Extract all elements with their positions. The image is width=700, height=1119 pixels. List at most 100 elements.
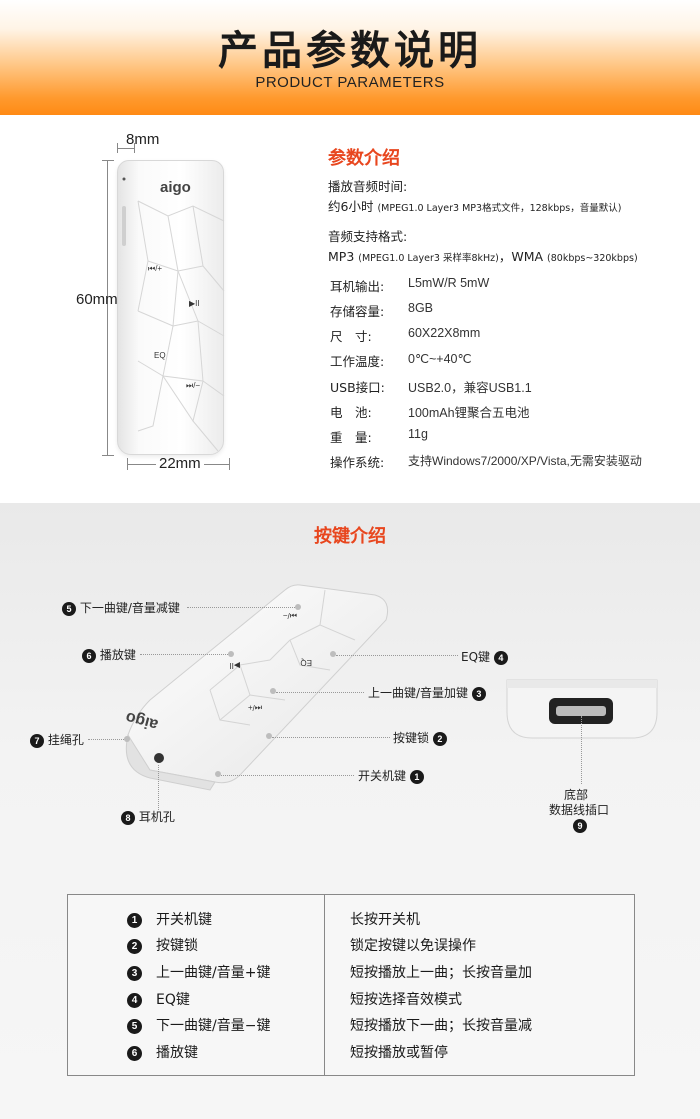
svg-text:▶II: ▶II [229, 661, 240, 670]
param-row-label: 工作温度: [330, 354, 385, 369]
dim-width-label: 22mm [156, 455, 204, 472]
callout-text: 按键锁 [393, 731, 430, 745]
param-row-value: 0℃~+40℃ [408, 352, 472, 366]
callout-number: 3 [471, 686, 486, 701]
table-row-number: 5 [127, 1019, 142, 1034]
table-key-desc: 锁定按键以免误操作 [350, 938, 476, 954]
leader-line [336, 655, 458, 656]
dim-tick [102, 455, 114, 456]
callout-prev-vol-up: 上一曲键/音量加键 3 [368, 684, 486, 701]
param-row-label: 重 量: [330, 430, 372, 445]
leader-line [272, 737, 390, 738]
dim-tick [127, 458, 128, 470]
callout-bottom-port-label: 数据线插口 [549, 803, 610, 817]
playback-label: 播放音频时间: [328, 179, 408, 194]
param-row-label: USB接口: [330, 380, 385, 395]
param-row-label: 操作系统: [330, 455, 385, 470]
param-row-label: 电 池: [330, 405, 372, 420]
table-key-name: 按键锁 [156, 938, 198, 954]
param-row-value: USB2.0，兼容USB1.1 [408, 381, 532, 395]
callout-play: 6 播放键 [82, 646, 136, 663]
header-banner: 产品参数说明 PRODUCT PARAMETERS [0, 0, 700, 115]
callout-text: 上一曲键/音量加键 [368, 686, 469, 700]
callout-text: 挂绳孔 [47, 733, 84, 747]
pointer-dot [266, 733, 272, 739]
svg-text:⏮/+: ⏮/+ [248, 703, 262, 712]
callout-number: 1 [409, 769, 424, 784]
page-title: 产品参数说明 [218, 28, 482, 74]
leader-line [158, 765, 159, 810]
param-row-value: 60X22X8mm [408, 326, 481, 340]
callout-lanyard-hole: 7 挂绳孔 [30, 731, 84, 748]
pointer-dot [228, 651, 234, 657]
param-row-value: 100mAh锂聚合五电池 [408, 406, 530, 420]
pointer-dot [215, 771, 221, 777]
device-front-image: aigo ⏮/+ ▶II EQ ⏭/− [117, 160, 225, 455]
format-mp3-note: (MPEG1.0 Layer3 采样率8kHz) [358, 253, 499, 264]
table-row-number: 6 [127, 1046, 142, 1061]
callout-number: 4 [493, 650, 508, 665]
param-row-label: 存储容量: [330, 304, 385, 319]
table-key-name: EQ键 [156, 992, 190, 1008]
dim-tick [117, 143, 118, 153]
leader-line [140, 654, 228, 655]
param-row-value: 11g [408, 427, 428, 441]
table-row-name: 5 下一曲键/音量−键 [127, 1015, 270, 1035]
table-key-desc: 短按播放或暂停 [350, 1045, 448, 1061]
table-row-name: 2 按键锁 [127, 935, 198, 955]
device-facets [122, 177, 225, 452]
dim-tick [102, 160, 114, 161]
playback-value-main: 约6小时 [328, 199, 374, 214]
callout-number: 6 [82, 648, 96, 663]
table-key-desc: 短按播放下一曲；长按音量减 [350, 1018, 532, 1034]
pointer-dot [124, 736, 130, 742]
svg-text:⏭/−: ⏭/− [283, 611, 297, 620]
playback-value: 约6小时 (MPEG1.0 Layer3 MP3格式文件，128kbps，音量默… [328, 196, 621, 215]
table-divider [324, 895, 325, 1075]
callout-text: EQ键 [461, 650, 491, 664]
table-row-number: 2 [127, 939, 142, 954]
callout-bottom-port-num: 9 [573, 818, 587, 833]
prev-button-label: ⏮/+ [148, 264, 163, 273]
callout-key-lock: 按键锁 2 [393, 729, 447, 746]
leader-line [88, 739, 124, 740]
params-title: 参数介绍 [328, 148, 400, 169]
table-key-name: 下一曲键/音量−键 [156, 1018, 271, 1034]
callout-power: 开关机键 1 [358, 767, 424, 784]
param-row-label: 耳机输出: [330, 279, 385, 294]
table-row-number: 3 [127, 966, 142, 981]
callout-text: 开关机键 [358, 769, 407, 783]
callout-number: 5 [62, 601, 76, 616]
format-label: 音频支持格式: [328, 229, 408, 244]
table-row-name: 6 播放键 [127, 1042, 198, 1062]
format-wma-note: (80kbps~320kbps) [547, 253, 638, 264]
format-value: MP3 (MPEG1.0 Layer3 采样率8kHz)，WMA (80kbps… [328, 246, 638, 265]
playback-value-note: (MPEG1.0 Layer3 MP3格式文件，128kbps，音量默认) [377, 203, 622, 214]
play-button-label: ▶II [189, 299, 200, 308]
format-separator: ， [498, 249, 512, 264]
table-key-desc: 短按播放上一曲；长按音量加 [350, 965, 532, 981]
callout-number: 7 [30, 733, 44, 748]
param-row-value: 支持Windows7/2000/XP/Vista,无需安装驱动 [408, 454, 642, 468]
callout-number: 2 [432, 731, 447, 746]
callout-bottom-port: 底部 [564, 786, 588, 803]
callout-text: 底部 [564, 788, 589, 802]
device-logo: aigo [160, 179, 191, 196]
callout-headphone-jack: 8 耳机孔 [121, 808, 175, 825]
pointer-dot [330, 651, 336, 657]
leader-line [221, 775, 354, 776]
callout-next-vol-down: 5 下一曲键/音量减键 [62, 599, 180, 616]
callout-text: 播放键 [99, 648, 136, 662]
dim-tick [134, 143, 135, 153]
param-row-value: L5mW/R 5mW [408, 276, 490, 290]
table-key-name: 播放键 [156, 1045, 198, 1061]
leader-line [581, 716, 582, 784]
page-subtitle: PRODUCT PARAMETERS [255, 74, 445, 91]
callout-number: 8 [121, 810, 135, 825]
dim-thickness-line [117, 148, 135, 149]
table-key-desc: 长按开关机 [350, 912, 420, 928]
